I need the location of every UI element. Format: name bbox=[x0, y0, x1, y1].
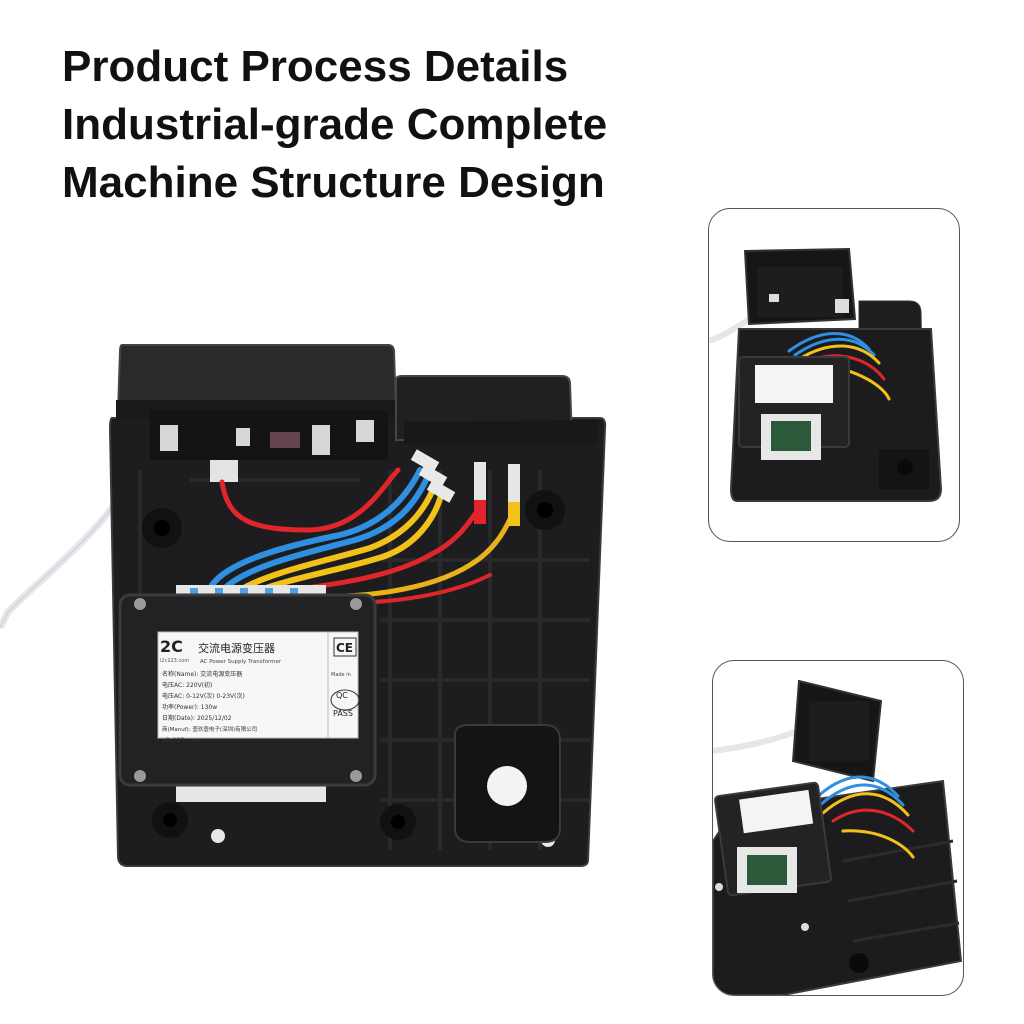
wire-terminals bbox=[410, 449, 520, 510]
main-product-photo: 2C i2c123.com 交流电源变压器 AC Power Supply Tr… bbox=[0, 344, 607, 867]
headline-line-1: Product Process Details bbox=[62, 42, 569, 91]
label-name-row: 名称(Name): 交流电源变压器 bbox=[162, 670, 242, 678]
label-manuf-row: 商(Manuf): 壹玖壹电子(深圳)有限公司 bbox=[162, 725, 257, 733]
headline-line-3: Machine Structure Design bbox=[62, 158, 605, 207]
label-qc: QC bbox=[336, 691, 348, 700]
detail-photo-bottom bbox=[712, 660, 964, 996]
pcb-connectors bbox=[160, 420, 374, 455]
label-ce-mark: CE bbox=[336, 641, 353, 655]
label-title-cn: 交流电源变压器 bbox=[198, 641, 275, 655]
mounting-bosses bbox=[142, 490, 565, 847]
pcb-board bbox=[150, 410, 388, 460]
label-pass: PASS bbox=[333, 709, 353, 718]
detail-photo-top-image bbox=[709, 247, 943, 502]
headline-line-2: Industrial-grade Complete bbox=[62, 100, 608, 149]
headline: Product Process Details Industrial-grade… bbox=[62, 38, 607, 212]
transformer-label: 2C i2c123.com 交流电源变压器 AC Power Supply Tr… bbox=[157, 631, 360, 744]
label-output-row: 电压AC: 0-12V(次) 0-23V(次) bbox=[162, 692, 245, 700]
label-input-row: 电压AC: 220V(初) bbox=[162, 681, 212, 689]
label-power-row: 功率(Power): 130w bbox=[162, 703, 217, 711]
detail-photo-bottom-image bbox=[713, 679, 963, 995]
detail-photo-top bbox=[708, 208, 960, 542]
label-title-en: AC Power Supply Transformer bbox=[200, 659, 282, 665]
label-site: i2c123.com bbox=[160, 658, 189, 664]
label-brand: 2C bbox=[160, 637, 183, 656]
label-date-row: 日期(Date): 2025/12/02 bbox=[162, 714, 232, 722]
label-url: u2c123.com bbox=[162, 737, 199, 744]
label-made-in: Made in bbox=[331, 672, 351, 678]
